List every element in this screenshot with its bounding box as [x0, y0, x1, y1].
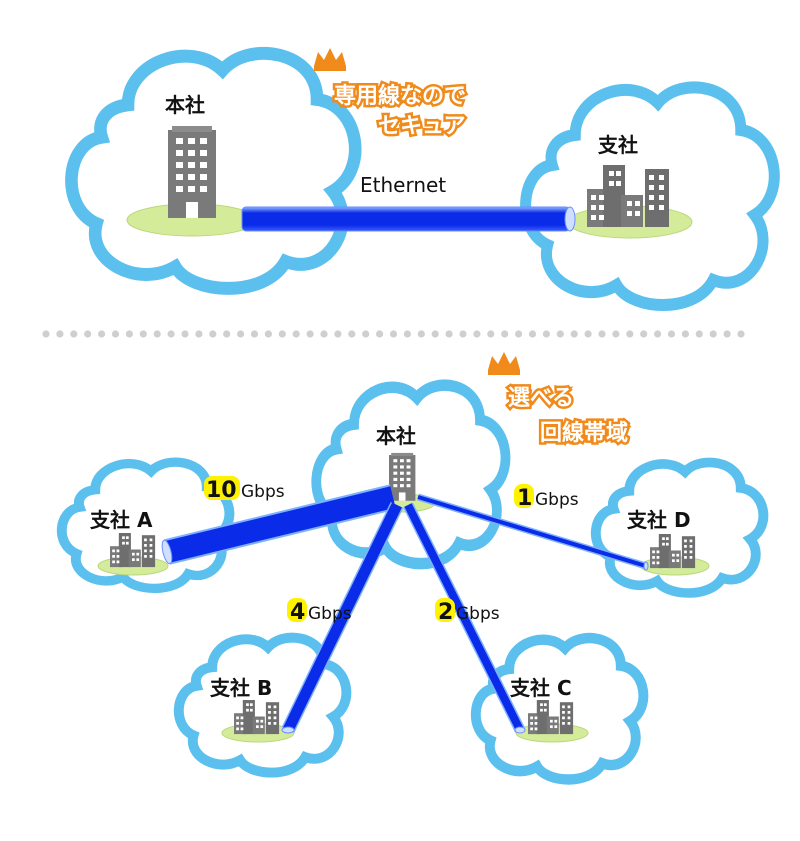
bandwidth-c-num: 2 — [438, 600, 453, 625]
divider-dot — [292, 330, 300, 338]
bandwidth-d: 1 Gbps — [514, 484, 579, 511]
divider-dot — [612, 330, 620, 338]
hq-building-small-icon — [389, 452, 416, 501]
crown-icon-bottom — [488, 352, 520, 375]
divider-dot — [362, 330, 370, 338]
divider-dot — [42, 330, 50, 338]
ethernet-cable — [241, 206, 576, 232]
cable-branch-c — [403, 502, 526, 734]
bandwidth-d-unit: Gbps — [535, 490, 579, 510]
divider-dot — [278, 330, 286, 338]
divider-dot — [473, 330, 481, 338]
branch-a-label: 支社 A — [90, 508, 153, 532]
bandwidth-b-unit: Gbps — [308, 604, 352, 624]
ethernet-label: Ethernet — [360, 173, 446, 197]
branch-c-cloud — [476, 638, 644, 779]
divider-dot — [709, 330, 717, 338]
divider-dot — [250, 330, 259, 338]
divider-dot — [237, 330, 245, 338]
bandwidth-a-unit: Gbps — [241, 482, 285, 502]
section-divider — [42, 330, 745, 338]
bottom-promo-line-1: 選べる — [508, 386, 574, 411]
hq-label: 本社 — [376, 424, 416, 448]
bandwidth-b: 4 Gbps — [287, 598, 352, 625]
divider-dot — [626, 330, 634, 338]
top-hq-label: 本社 — [165, 93, 205, 117]
cable-branch-b — [281, 501, 404, 734]
divider-dot — [584, 330, 592, 338]
bandwidth-b-num: 4 — [290, 600, 305, 625]
divider-dot — [376, 330, 384, 338]
divider-dot — [70, 330, 78, 338]
divider-dot — [431, 330, 439, 338]
bandwidth-c: 2 Gbps — [435, 598, 500, 625]
branch-b-label: 支社 B — [210, 676, 272, 700]
divider-dot — [681, 330, 690, 338]
branch-c-label: 支社 C — [510, 676, 572, 700]
crown-icon — [314, 48, 346, 71]
divider-dot — [223, 330, 231, 338]
divider-dot — [459, 330, 467, 338]
divider-dot — [542, 330, 551, 338]
cable-branch-a — [161, 484, 397, 565]
bandwidth-a-num: 10 — [206, 478, 237, 503]
divider-dot — [98, 330, 106, 338]
bottom-promo-line-2: 回線帯域 — [540, 420, 628, 446]
divider-dot — [111, 330, 120, 338]
divider-dot — [667, 330, 676, 338]
divider-dot — [501, 330, 509, 338]
divider-dot — [389, 330, 398, 338]
divider-dot — [723, 330, 731, 338]
divider-dot — [445, 330, 453, 338]
divider-dot — [487, 330, 495, 338]
divider-dot — [640, 330, 648, 338]
divider-dot — [334, 330, 342, 338]
divider-dot — [195, 330, 203, 338]
bandwidth-c-unit: Gbps — [456, 604, 500, 624]
top-promo-line-1: 専用線なので — [334, 83, 466, 109]
bandwidth-a: 10 Gbps — [204, 476, 285, 503]
divider-dot — [417, 330, 425, 338]
divider-dot — [598, 330, 606, 338]
divider-dot — [167, 330, 175, 338]
cable-branch-d — [416, 493, 649, 571]
divider-dot — [84, 330, 92, 338]
divider-dot — [56, 330, 64, 338]
bandwidth-d-num: 1 — [517, 486, 532, 511]
divider-dot — [695, 330, 703, 338]
branch-d-label: 支社 D — [627, 508, 691, 532]
divider-dot — [264, 330, 272, 338]
divider-dot — [209, 330, 217, 338]
divider-dot — [556, 330, 564, 338]
divider-dot — [153, 330, 161, 338]
divider-dot — [320, 330, 328, 338]
divider-dot — [403, 330, 411, 338]
top-promo-line-2: セキュア — [378, 114, 466, 139]
divider-dot — [125, 330, 133, 338]
divider-dot — [737, 330, 745, 338]
divider-dot — [528, 330, 537, 338]
hq-building-icon — [168, 126, 216, 218]
divider-dot — [654, 330, 662, 338]
divider-dot — [570, 330, 578, 338]
top-branch-label: 支社 — [598, 133, 638, 157]
divider-dot — [181, 330, 189, 338]
divider-dot — [139, 330, 147, 338]
divider-dot — [348, 330, 356, 338]
divider-dot — [515, 330, 523, 338]
divider-dot — [306, 330, 314, 338]
